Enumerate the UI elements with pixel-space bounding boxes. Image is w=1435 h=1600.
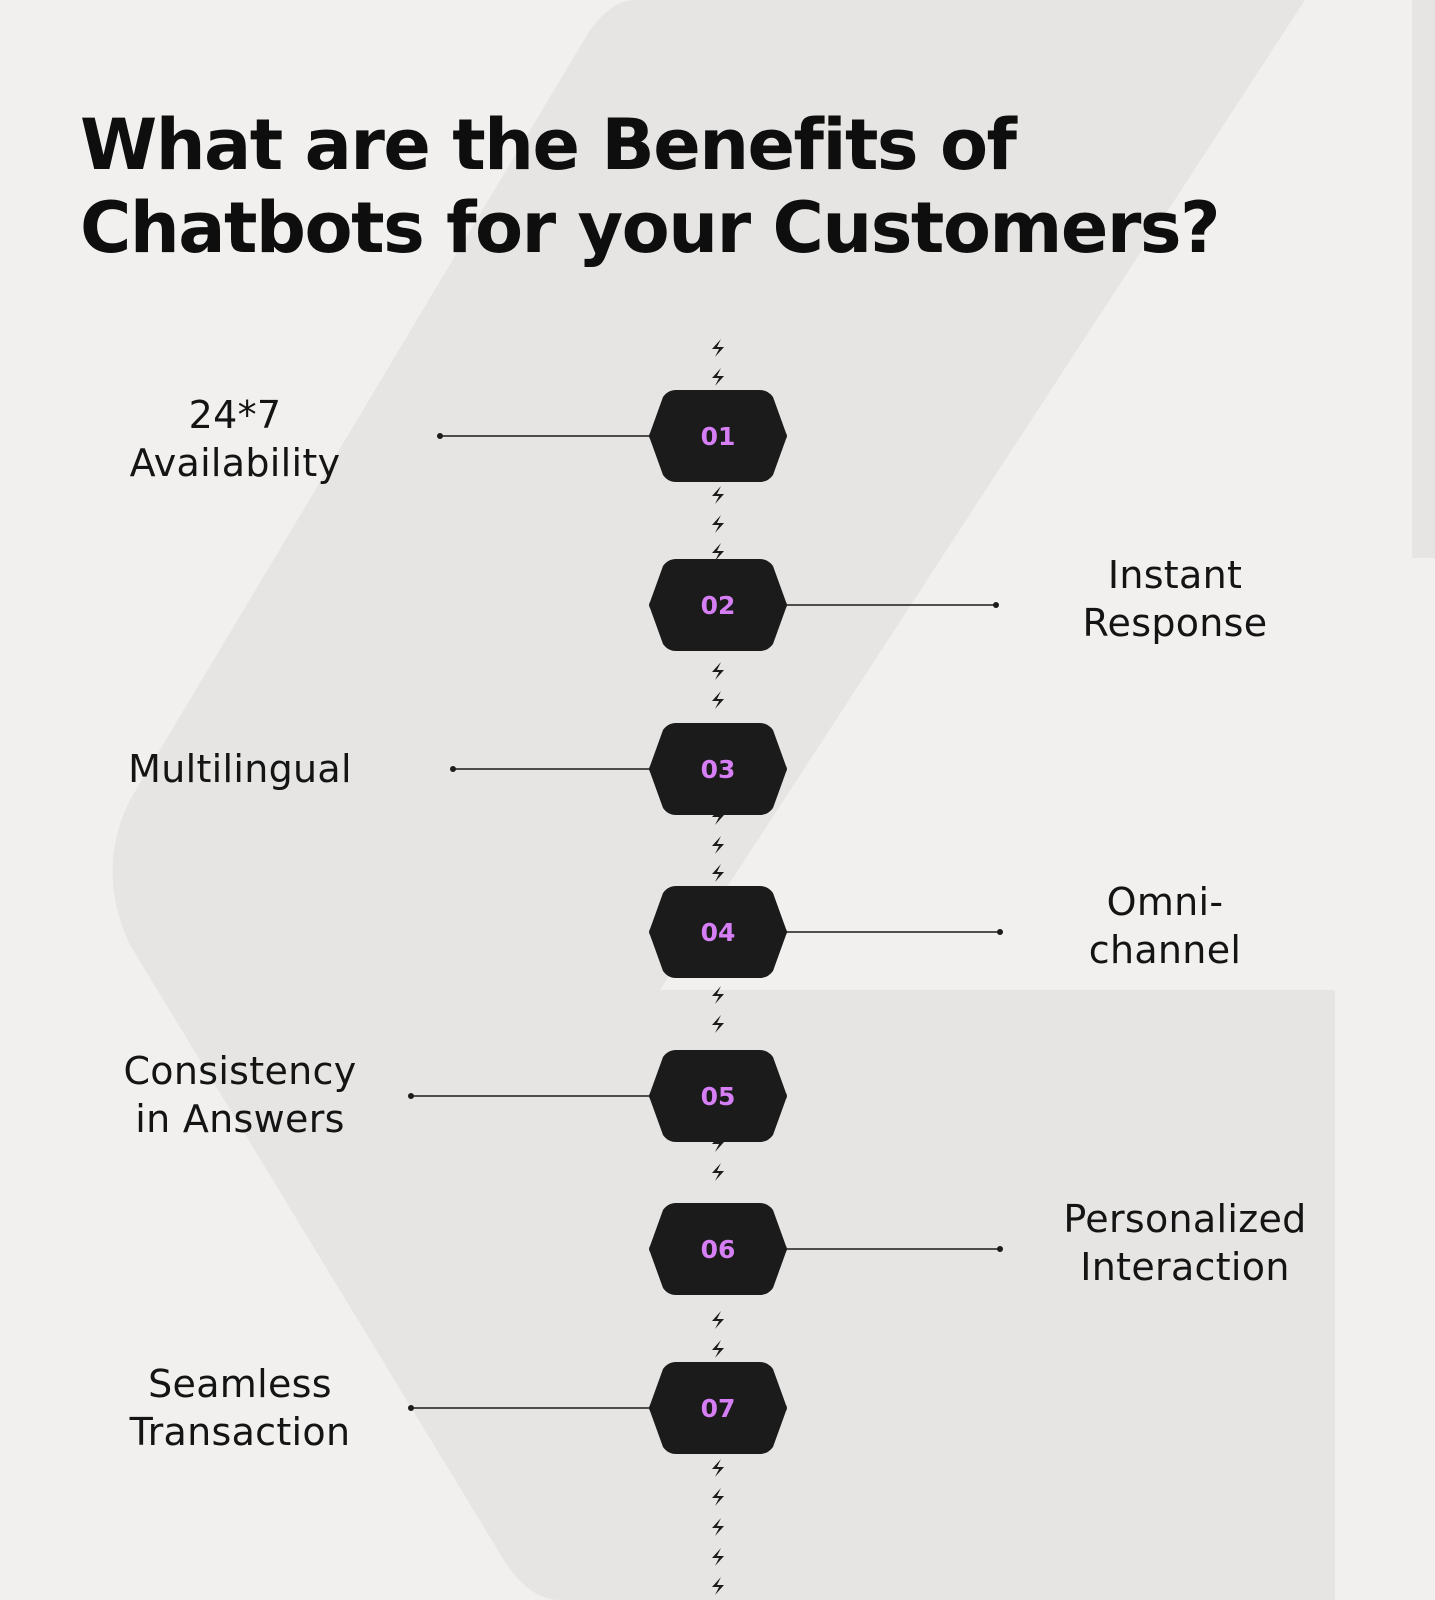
lightning-bolt-icon xyxy=(712,486,724,504)
step-number-06: 06 xyxy=(701,1235,736,1264)
connector-dot xyxy=(997,1246,1003,1252)
connector-dot xyxy=(408,1093,414,1099)
connector-dot xyxy=(763,602,769,608)
lightning-bolt-icon xyxy=(712,1518,724,1536)
connector-dot xyxy=(437,433,443,439)
connector-dot xyxy=(450,766,456,772)
step-number-07: 07 xyxy=(701,1394,736,1423)
lightning-bolt-icon xyxy=(712,515,724,533)
lightning-bolt-icon xyxy=(712,339,724,357)
hexagon-badge-07 xyxy=(649,1362,787,1454)
connector-dot xyxy=(763,1246,769,1252)
benefit-label-line-2: Interaction xyxy=(1080,1245,1290,1289)
benefit-label-04: Omni-channel xyxy=(1020,878,1310,974)
background-right-edge-shape xyxy=(1412,0,1435,558)
hexagon-badge-06 xyxy=(649,1203,787,1295)
step-number-05: 05 xyxy=(701,1082,736,1111)
step-number-04: 04 xyxy=(701,918,736,947)
lightning-bolt-icon xyxy=(712,543,724,561)
lightning-bolt-icon xyxy=(712,368,724,386)
step-number-02: 02 xyxy=(701,591,736,620)
connector-dot xyxy=(763,929,769,935)
benefit-label-line-1: Personalized xyxy=(1063,1197,1307,1241)
lightning-bolt-icon xyxy=(712,1134,724,1152)
benefit-label-line-2: in Answers xyxy=(135,1097,345,1141)
page-title: What are the Benefits of Chatbots for yo… xyxy=(80,104,1400,270)
lightning-bolt-icon xyxy=(712,662,724,680)
benefit-label-line-1: Multilingual xyxy=(128,747,352,791)
connector-dot xyxy=(997,929,1003,935)
hexagon-badge-02 xyxy=(649,559,787,651)
hexagon-badge-05 xyxy=(649,1050,787,1142)
connector-dot xyxy=(667,1405,673,1411)
lightning-bolt-icon xyxy=(712,1459,724,1477)
lightning-bolt-icon xyxy=(712,1488,724,1506)
benefit-label-line-2: Transaction xyxy=(129,1410,351,1454)
step-number-01: 01 xyxy=(701,422,736,451)
connector-dot xyxy=(408,1405,414,1411)
lightning-bolt-icon xyxy=(712,986,724,1004)
lightning-bolt-icon xyxy=(712,1340,724,1358)
hexagon-badge-03 xyxy=(649,723,787,815)
lightning-bolt-icon xyxy=(712,807,724,825)
lightning-bolt-icon xyxy=(712,836,724,854)
lightning-bolt-icon xyxy=(712,691,724,709)
benefit-label-line-1: Instant xyxy=(1107,553,1243,597)
benefit-label-03: Multilingual xyxy=(90,745,390,793)
lightning-bolt-icon xyxy=(712,1548,724,1566)
lightning-bolt-icon xyxy=(712,1577,724,1595)
lightning-bolt-icon xyxy=(712,1163,724,1181)
step-number-03: 03 xyxy=(701,755,736,784)
hexagon-badge-04 xyxy=(649,886,787,978)
page-title-line-2: Chatbots for your Customers? xyxy=(80,187,1221,269)
connector-dot xyxy=(667,1093,673,1099)
page-title-line-1: What are the Benefits of xyxy=(80,104,1017,186)
hexagon-badge-01 xyxy=(649,390,787,482)
benefit-label-line-1: Seamless xyxy=(148,1362,332,1406)
connector-dot xyxy=(993,602,999,608)
lightning-bolt-icon xyxy=(712,1311,724,1329)
benefit-label-line-2: Response xyxy=(1082,601,1268,645)
lightning-bolt-icon xyxy=(712,1015,724,1033)
benefit-label-line-2: channel xyxy=(1088,928,1242,972)
benefit-label-line-1: 24*7 xyxy=(188,393,282,437)
benefit-label-line-2: Availability xyxy=(129,441,341,485)
lightning-bolt-icon xyxy=(712,864,724,882)
connector-dot xyxy=(667,766,673,772)
benefit-label-line-1: Consistency xyxy=(123,1049,357,1093)
connector-dot xyxy=(667,433,673,439)
benefit-label-line-1: Omni- xyxy=(1106,880,1224,924)
